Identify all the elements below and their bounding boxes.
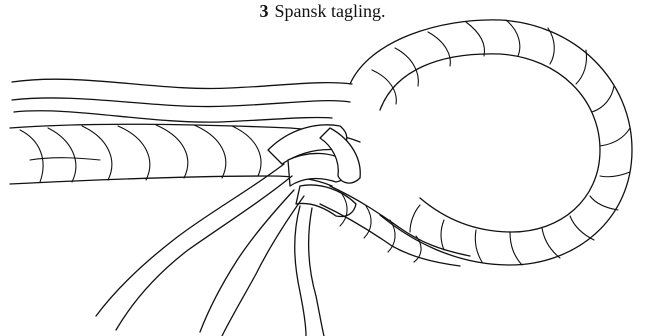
rope-eye-loop [350,20,632,265]
loose-strand-ends [96,164,324,336]
loose-strand-upper-left [12,79,352,122]
